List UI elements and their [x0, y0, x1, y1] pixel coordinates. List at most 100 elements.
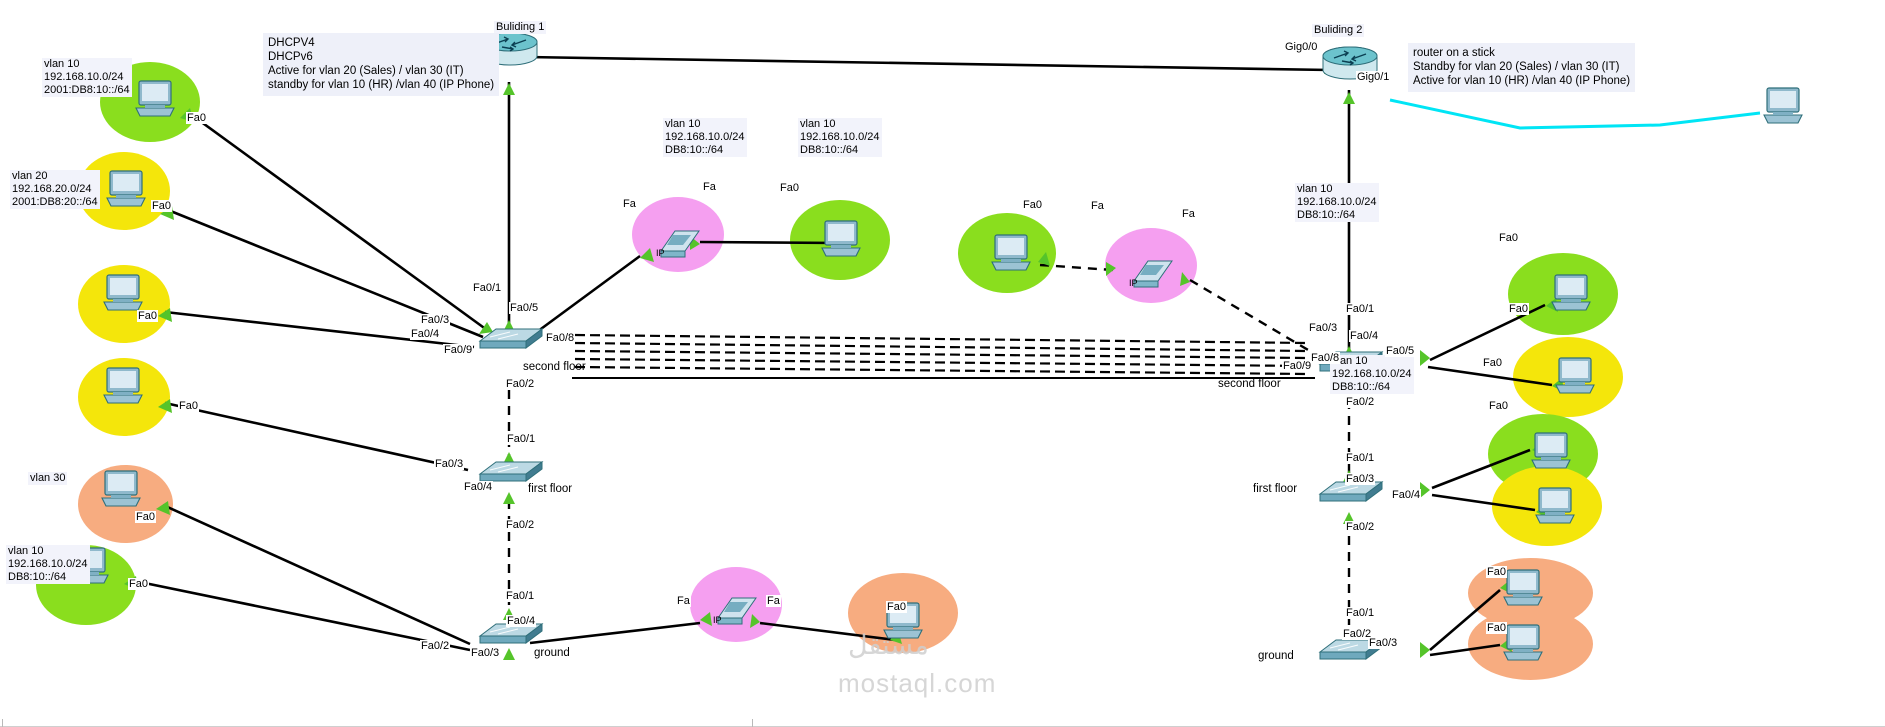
svg-text:IP: IP	[1129, 278, 1138, 288]
port-b1sf-fa03: Fa0/3	[420, 314, 451, 326]
router-building2[interactable]	[1320, 42, 1380, 84]
switch-b1-first-floor[interactable]	[478, 458, 544, 484]
port-b1gr-fa04: Fa0/4	[506, 615, 537, 627]
port-b2sf-fa08: Fa0/8	[1310, 352, 1341, 364]
label-vlan30-left-bottom: vlan 30	[28, 472, 68, 485]
ip-phone-2[interactable]: IP	[1128, 255, 1174, 291]
pc-vlan10-right-1[interactable]	[1548, 272, 1594, 316]
endpoint-pc5-fa0: Fa0	[135, 511, 156, 523]
endpoint-phone3-fa-left: Fa	[676, 595, 691, 607]
ip-phone-1[interactable]: IP	[655, 225, 701, 261]
label-vlan10-left-bottom: vlan 10 192.168.10.0/24 DB8:10::/64	[6, 545, 90, 584]
pc-vlan10-left-top[interactable]	[132, 78, 178, 122]
pc-vlan10-mid-b[interactable]	[988, 232, 1034, 276]
port-b2ff-fa03: Fa0/3	[1345, 473, 1376, 485]
link-b1gr-phone3	[529, 621, 701, 645]
endpoint-pc7-fa0: Fa0	[779, 182, 800, 194]
pc-vlan20-right-2[interactable]	[1532, 485, 1578, 529]
pc-remote-serial[interactable]	[1760, 85, 1806, 129]
label-b2-second-floor: second floor	[1218, 378, 1281, 390]
port-b2sf-fa09: Fa0/9	[1282, 360, 1313, 372]
label-vlan10-right-top: vlan 10 192.168.10.0/24 DB8:10::/64	[1295, 183, 1379, 222]
link-b1router-b2router	[526, 55, 1331, 72]
ruler-tick-left	[2, 719, 3, 727]
endpoint-pc6-fa0: Fa0	[128, 578, 149, 590]
port-b1sf-fa08: Fa0/8	[545, 332, 576, 344]
port-b2ff-fa04: Fa0/4	[1391, 489, 1422, 501]
port-b2router-gig00: Gig0/0	[1284, 41, 1319, 53]
pc-vlan30-right-2[interactable]	[1500, 622, 1546, 666]
switch-b2-ground[interactable]	[1318, 636, 1384, 662]
label-vlan10-mid-a: vlan 10 192.168.10.0/24 DB8:10::/64	[663, 118, 747, 157]
port-b1sf-fa04: Fa0/4	[410, 328, 441, 340]
port-b1gr-fa02: Fa0/2	[420, 640, 451, 652]
svg-text:IP: IP	[656, 248, 665, 258]
pc-vlan20-mid[interactable]	[100, 272, 146, 316]
label-b1-first-floor: first floor	[528, 483, 573, 495]
endpoint-pc2-fa0: Fa0	[151, 200, 172, 212]
pc-vlan10-right-2[interactable]	[1528, 430, 1574, 474]
port-b2sf-fa03: Fa0/3	[1308, 322, 1339, 334]
port-b1ff-fa03: Fa0/3	[434, 458, 465, 470]
endpoint-pc3-fa0: Fa0	[137, 310, 158, 322]
port-b2router-gig01: Gig0/1	[1356, 71, 1391, 83]
label-b2-first-floor: first floor	[1253, 483, 1298, 495]
endpoint-phone1-fa-right: Fa	[702, 181, 717, 193]
label-vlan10-right-mid: vlan 10 192.168.10.0/24 DB8:10::/64	[1330, 355, 1414, 394]
svg-text:IP: IP	[713, 615, 722, 625]
link-etherchannel-bundle	[574, 333, 1309, 376]
port-b2sf-fa01: Fa0/1	[1345, 303, 1376, 315]
link-serial-cyan	[1389, 98, 1761, 130]
label-building2: Buliding 2	[1312, 24, 1365, 37]
endpoint-pc4-fa0: Fa0	[178, 400, 199, 412]
link-pc6-b1gr	[162, 503, 471, 646]
endpoint-pc9-fa0: Fa0	[1498, 232, 1519, 244]
endpoint-pc10-fa0: Fa0	[1508, 303, 1529, 315]
note-building2-router: router on a stick Standby for vlan 20 (S…	[1408, 43, 1636, 92]
label-vlan20-left: vlan 20 192.168.20.0/24 2001:DB8:20::/64	[10, 170, 100, 209]
endpoint-phone3-fa-right: Fa	[766, 595, 781, 607]
port-b2ff-fa02: Fa0/2	[1345, 521, 1376, 533]
watermark-domain: mostaql.com	[838, 668, 997, 698]
endpoint-phone1-fa-left: Fa	[622, 198, 637, 210]
label-building1: Buliding 1	[494, 21, 547, 34]
port-b2sf-fa05: Fa0/5	[1385, 345, 1416, 357]
port-b1ff-fa02: Fa0/2	[505, 519, 536, 531]
pc-vlan20-left[interactable]	[103, 168, 149, 212]
endpoint-phone2-fa-left: Fa	[1090, 200, 1105, 212]
pc-vlan10-mid-a[interactable]	[818, 218, 864, 262]
switch-b1-second-floor[interactable]	[478, 325, 544, 351]
port-b2sf-fa02: Fa0/2	[1345, 396, 1376, 408]
port-b1ff-fa01: Fa0/1	[506, 433, 537, 445]
label-vlan10-left-top: vlan 10 192.168.10.0/24 2001:DB8:10::/64	[42, 58, 132, 97]
endpoint-pc14-fa0: Fa0	[1486, 566, 1507, 578]
endpoint-pc11-fa0: Fa0	[1482, 357, 1503, 369]
endpoint-phone2-fa-right: Fa	[1181, 208, 1196, 220]
link-pc1-b1sf	[188, 111, 488, 332]
port-b1gr-fa03: Fa0/3	[470, 647, 501, 659]
port-b2ff-fa01: Fa0/1	[1345, 452, 1376, 464]
link-pc5-b1ff	[164, 401, 469, 472]
port-b1sf-fa01: Fa0/1	[472, 282, 503, 294]
endpoint-pc8-fa0: Fa0	[1022, 199, 1043, 211]
port-b1gr-fa01: Fa0/1	[505, 590, 536, 602]
link-pc7-b1gr	[129, 578, 471, 652]
ip-phone-3[interactable]: IP	[712, 592, 758, 628]
ruler-tick-mid	[752, 719, 753, 727]
note-building1-router: DHCPV4 DHCPv6 Active for vlan 20 (Sales)…	[263, 33, 500, 96]
switch-b2-first-floor[interactable]	[1318, 478, 1384, 504]
port-b1sf-fa09: Fa0/9	[443, 344, 474, 356]
link-b1sf-phone1	[529, 254, 641, 339]
endpoint-pc1-fa0: Fa0	[186, 112, 207, 124]
endpoint-pc15-fa0: Fa0	[1486, 622, 1507, 634]
pc-vlan30-left[interactable]	[98, 468, 144, 512]
label-b1-second-floor: second floor	[523, 361, 586, 373]
pc-vlan20-right-1[interactable]	[1552, 355, 1598, 399]
port-b1ff-fa04: Fa0/4	[463, 481, 494, 493]
link-phone2-b2sf-dashed	[1189, 278, 1326, 362]
label-b1-ground: ground	[534, 647, 570, 659]
label-vlan10-mid-b: vlan 10 192.168.10.0/24 DB8:10::/64	[798, 118, 882, 157]
port-b1sf-fa05: Fa0/5	[509, 302, 540, 314]
pc-vlan20-lower[interactable]	[100, 365, 146, 409]
port-b2sf-fa04: Fa0/4	[1349, 330, 1380, 342]
